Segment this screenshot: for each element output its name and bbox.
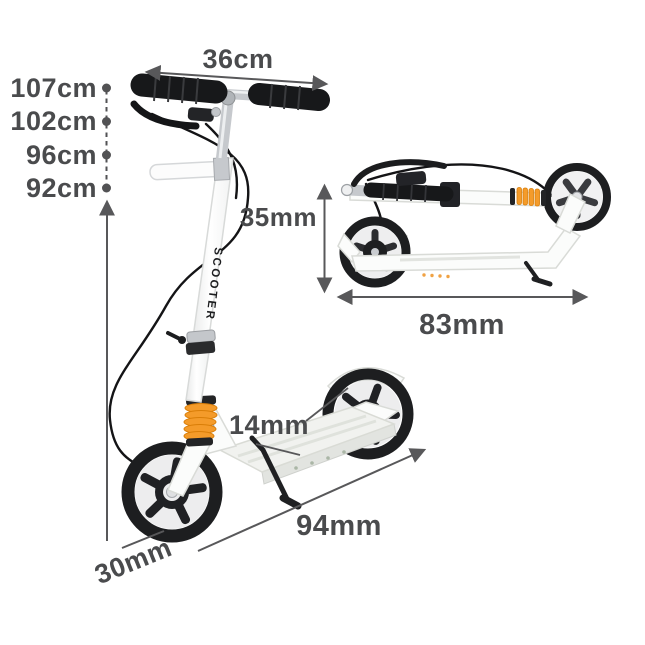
inset-headtube <box>555 192 586 235</box>
dim-deck-thickness: 14mm <box>229 387 349 456</box>
dim-deck-thickness-leader-upper <box>305 387 349 422</box>
stem: SCOOTER <box>149 96 234 403</box>
stem-clamp <box>166 329 216 355</box>
height-marker-dot <box>102 83 111 93</box>
brake-cable <box>108 112 250 468</box>
left-grip <box>130 73 228 104</box>
dim-handlebar-width: 36cm <box>144 44 329 92</box>
dim-handlebar-width-label: 36cm <box>202 44 273 74</box>
inset-brake-lever <box>351 159 447 187</box>
folded-scooter-illustration <box>337 159 611 288</box>
dim-handlebar-width-line <box>144 64 329 92</box>
dim-folded-height: 35mm <box>240 183 333 294</box>
main-scooter-illustration: SCOOTER <box>108 73 414 543</box>
dim-deck-length-label: 94mm <box>296 510 382 542</box>
inset-stem <box>340 159 586 235</box>
dim-deck-length: 94mm <box>197 448 427 552</box>
height-label-1: 107cm <box>10 73 97 103</box>
inset-deck <box>337 227 582 287</box>
kickstand <box>249 435 302 510</box>
inset-grip <box>363 182 454 202</box>
dim-base-width: 30mm <box>91 530 176 590</box>
dim-deck-thickness-leader-lower <box>255 443 301 456</box>
height-marker-dot <box>102 150 111 160</box>
height-marker-dot <box>102 183 111 193</box>
dim-deck-thickness-label: 14mm <box>229 410 309 440</box>
height-marker-dot <box>102 117 111 126</box>
dim-folded-length-label: 83mm <box>419 309 505 341</box>
dim-folded-height-label: 35mm <box>240 202 317 232</box>
height-label-4: 92cm <box>26 173 97 203</box>
dim-base-width-line <box>121 530 165 549</box>
height-scale: 107cm 102cm 96cm 92cm <box>10 73 115 541</box>
front-fork <box>167 395 218 497</box>
dim-base-width-label: 30mm <box>91 532 176 590</box>
suspension-spring <box>183 403 218 441</box>
dim-deck-length-line <box>197 448 427 552</box>
dim-folded-length: 83mm <box>336 289 589 341</box>
inset-spring <box>516 187 540 207</box>
right-grip <box>248 83 330 111</box>
height-label-3: 96cm <box>26 140 97 170</box>
height-label-2: 102cm <box>10 106 97 136</box>
brake-lever <box>130 100 200 130</box>
